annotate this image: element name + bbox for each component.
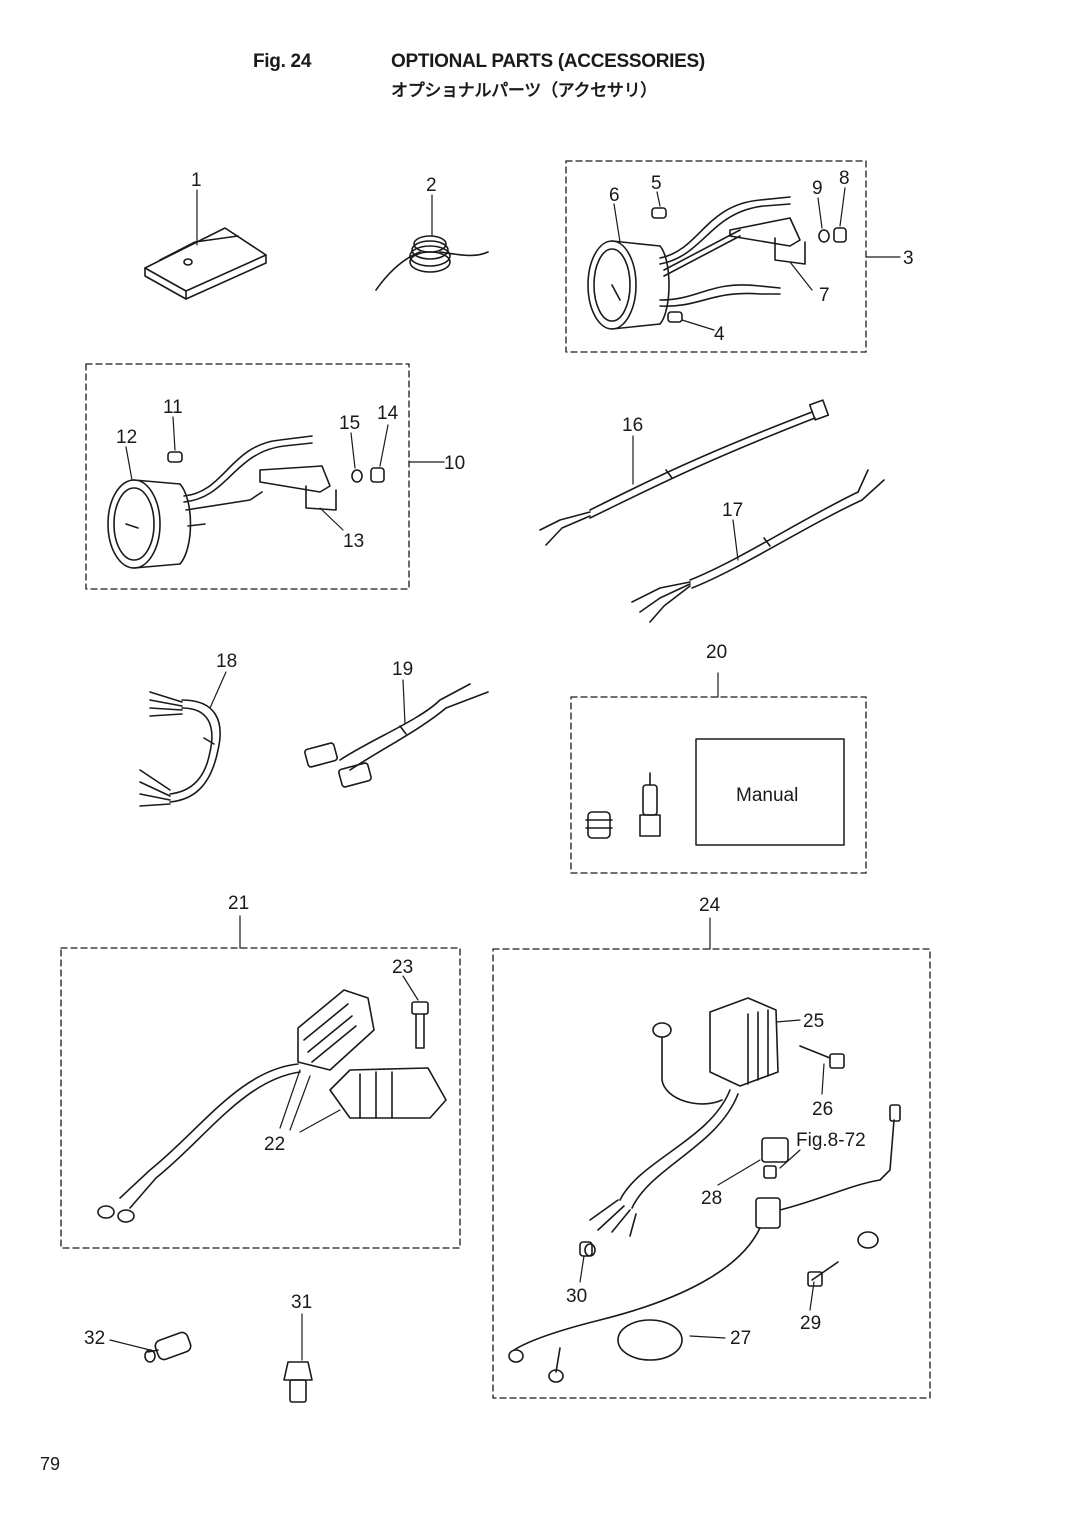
part-32-fitting bbox=[144, 1331, 192, 1363]
callout-23: 23 bbox=[392, 957, 413, 978]
part-30-terminal bbox=[579, 1241, 593, 1257]
part-28-relay bbox=[761, 1137, 789, 1179]
callout-4: 4 bbox=[714, 324, 725, 345]
manual-box bbox=[695, 738, 845, 846]
callout-21: 21 bbox=[228, 893, 249, 914]
callout-19: 19 bbox=[392, 659, 413, 680]
kit-box-10 bbox=[85, 363, 410, 590]
part-16-harness bbox=[539, 399, 830, 546]
figure-title-english: OPTIONAL PARTS (ACCESSORIES) bbox=[391, 51, 705, 72]
callout-25: 25 bbox=[803, 1011, 824, 1032]
part-1-pouch bbox=[144, 227, 267, 300]
part-19-harness bbox=[304, 683, 489, 788]
callout-8: 8 bbox=[839, 168, 850, 189]
part-14-nut bbox=[370, 467, 385, 483]
callout-30: 30 bbox=[566, 1286, 587, 1307]
part-11-bulb bbox=[167, 451, 183, 463]
callout-2: 2 bbox=[426, 175, 437, 196]
part-22-coil-b bbox=[329, 1067, 447, 1119]
part-22-coil-a bbox=[297, 989, 375, 1071]
part-23-bolt bbox=[411, 1001, 429, 1049]
kit-box-20 bbox=[570, 696, 867, 874]
part-31-sensor bbox=[283, 1361, 313, 1403]
callout-7: 7 bbox=[819, 285, 830, 306]
part-25-regulator bbox=[709, 997, 779, 1087]
part-20-plug bbox=[585, 811, 613, 839]
part-29-bolt bbox=[807, 1261, 839, 1287]
figure-title-japanese: オプショナルパーツ（アクセサリ） bbox=[391, 81, 658, 101]
part-15-washer bbox=[351, 469, 363, 483]
part-8-nut bbox=[833, 227, 847, 243]
part-7-bracket bbox=[729, 217, 806, 265]
callout-18: 18 bbox=[216, 651, 237, 672]
manual-label: Manual bbox=[736, 785, 798, 806]
callout-9: 9 bbox=[812, 178, 823, 199]
callout-29: 29 bbox=[800, 1313, 821, 1334]
callout-17: 17 bbox=[722, 500, 743, 521]
part-3-wires bbox=[659, 196, 791, 307]
callout-15: 15 bbox=[339, 413, 360, 434]
callout-24: 24 bbox=[699, 895, 721, 916]
part-18-harness bbox=[139, 691, 221, 807]
callout-22: 22 bbox=[264, 1134, 285, 1155]
callout-11: 11 bbox=[163, 397, 183, 418]
kit-box-21 bbox=[60, 947, 461, 1249]
part-20-valve bbox=[639, 772, 661, 837]
callout-32: 32 bbox=[84, 1328, 105, 1349]
part-24-wiring bbox=[584, 1022, 739, 1257]
callout-10: 10 bbox=[444, 453, 465, 474]
callout-26: 26 bbox=[812, 1099, 833, 1120]
part-5-bulb bbox=[651, 207, 667, 219]
callout-1: 1 bbox=[191, 170, 202, 191]
part-2-coiled-cable bbox=[375, 235, 489, 291]
callout-3: 3 bbox=[903, 248, 914, 269]
callout-14: 14 bbox=[377, 403, 399, 424]
cross-reference-label: Fig.8-72 bbox=[796, 1130, 866, 1151]
part-9-washer bbox=[818, 229, 830, 243]
callout-16: 16 bbox=[622, 415, 643, 436]
kit-box-24 bbox=[492, 948, 931, 1399]
part-10-wires bbox=[183, 435, 313, 527]
callout-12: 12 bbox=[116, 427, 137, 448]
part-12-gauge bbox=[107, 479, 192, 569]
part-26-bolt bbox=[799, 1045, 845, 1069]
part-17-harness bbox=[631, 469, 885, 623]
callout-27: 27 bbox=[730, 1328, 751, 1349]
part-21-lead bbox=[97, 1063, 301, 1223]
callout-31: 31 bbox=[291, 1292, 312, 1313]
part-27-harness bbox=[508, 1104, 901, 1383]
figure-number: Fig. 24 bbox=[253, 51, 312, 72]
part-13-bracket bbox=[259, 465, 337, 511]
callout-5: 5 bbox=[651, 173, 662, 194]
callout-20: 20 bbox=[706, 642, 727, 663]
callout-13: 13 bbox=[343, 531, 364, 552]
page-number: 79 bbox=[40, 1454, 61, 1474]
callout-6: 6 bbox=[609, 185, 620, 206]
part-6-gauge bbox=[587, 240, 670, 330]
callout-28: 28 bbox=[701, 1188, 722, 1209]
part-4-bulb bbox=[667, 311, 683, 323]
